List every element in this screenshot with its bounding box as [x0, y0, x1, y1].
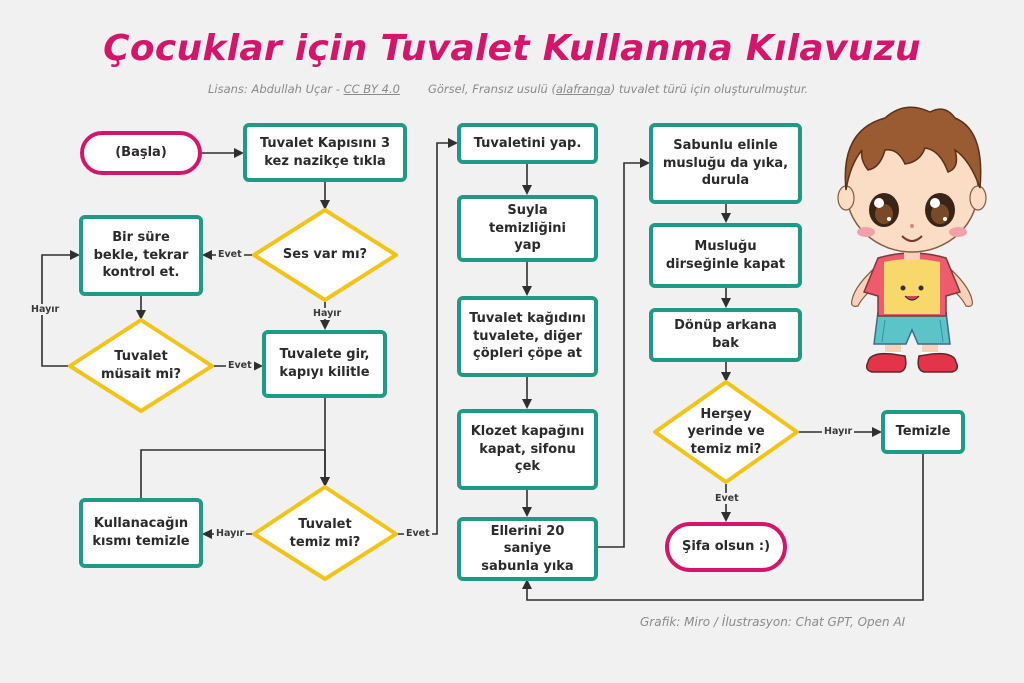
- label-available-yes: Evet: [226, 360, 254, 371]
- node-look-back[interactable]: Dönüp arkana bak: [649, 308, 802, 362]
- node-close-tap[interactable]: Musluğu dirseğinle kapat: [649, 223, 802, 288]
- node-paper[interactable]: Tuvalet kağıdını tuvalete, diğer çöpleri…: [457, 296, 598, 377]
- node-available-question[interactable]: Tuvalet müsait mi?: [100, 349, 182, 382]
- label-sound-no: Hayır: [311, 308, 344, 319]
- diamond-clean: [252, 485, 398, 581]
- label-clean-yes: Evet: [404, 528, 432, 539]
- license-note: Lisans: Abdullah Uçar - CC BY 4.0 Görsel,…: [208, 82, 908, 96]
- license-link[interactable]: CC BY 4.0: [343, 82, 400, 96]
- label-available-no: Hayır: [29, 304, 62, 315]
- node-clean-question[interactable]: Tuvalet temiz mi?: [289, 517, 361, 550]
- node-tidy-question[interactable]: Herşey yerinde ve temiz mi?: [687, 406, 765, 457]
- note-prefix: Görsel, Fransız usulü (: [427, 82, 556, 96]
- diamond-tidy: [653, 380, 799, 484]
- node-wash-tap[interactable]: Sabunlu elinle musluğu da yıka, durula: [649, 123, 802, 204]
- node-start[interactable]: (Başla): [80, 131, 202, 175]
- node-wash-water[interactable]: Suyla temizliğini yap: [457, 195, 598, 262]
- node-clean-part[interactable]: Kullanacağın kısmı temizle: [79, 498, 203, 568]
- diamond-available: [68, 318, 214, 413]
- cartoon-boy-illustration: [837, 106, 987, 373]
- label-tidy-yes: Evet: [713, 493, 741, 504]
- node-flush[interactable]: Klozet kapağını kapat, sifonu çek: [457, 409, 598, 490]
- edge-hands-tap: [598, 158, 650, 548]
- edge-tidy-hands: [522, 454, 924, 601]
- node-tidy[interactable]: Temizle: [881, 410, 965, 454]
- page-title: Çocuklar için Tuvalet Kullanma Kılavuzu: [103, 28, 921, 69]
- node-knock[interactable]: Tuvalet Kapısını 3 kez nazikçe tıkla: [243, 123, 407, 182]
- diamond-sound: [252, 208, 398, 302]
- node-sound-question[interactable]: Ses var mı?: [282, 247, 368, 263]
- note-link: alafranga: [555, 82, 611, 96]
- node-wash-hands[interactable]: Ellerini 20 saniye sabunla yıka: [457, 517, 598, 581]
- edge-clean-use: [397, 138, 458, 535]
- credits: Grafik: Miro / İlustrasyon: Chat GPT, Op…: [640, 615, 906, 629]
- label-tidy-no: Hayır: [822, 426, 855, 437]
- node-use[interactable]: Tuvaletini yap.: [457, 123, 598, 164]
- node-enter[interactable]: Tuvalete gir, kapıyı kilitle: [262, 330, 387, 398]
- label-sound-yes: Evet: [216, 249, 244, 260]
- license-prefix: Lisans: Abdullah Uçar -: [208, 82, 344, 96]
- note-suffix: ) tuvalet türü için oluşturulmuştur.: [610, 82, 809, 96]
- label-clean-no: Hayır: [214, 528, 247, 539]
- edge-cleanpart-clean: [140, 449, 330, 498]
- node-wait[interactable]: Bir süre bekle, tekrar kontrol et.: [79, 215, 203, 296]
- node-end[interactable]: Şifa olsun :): [665, 522, 787, 572]
